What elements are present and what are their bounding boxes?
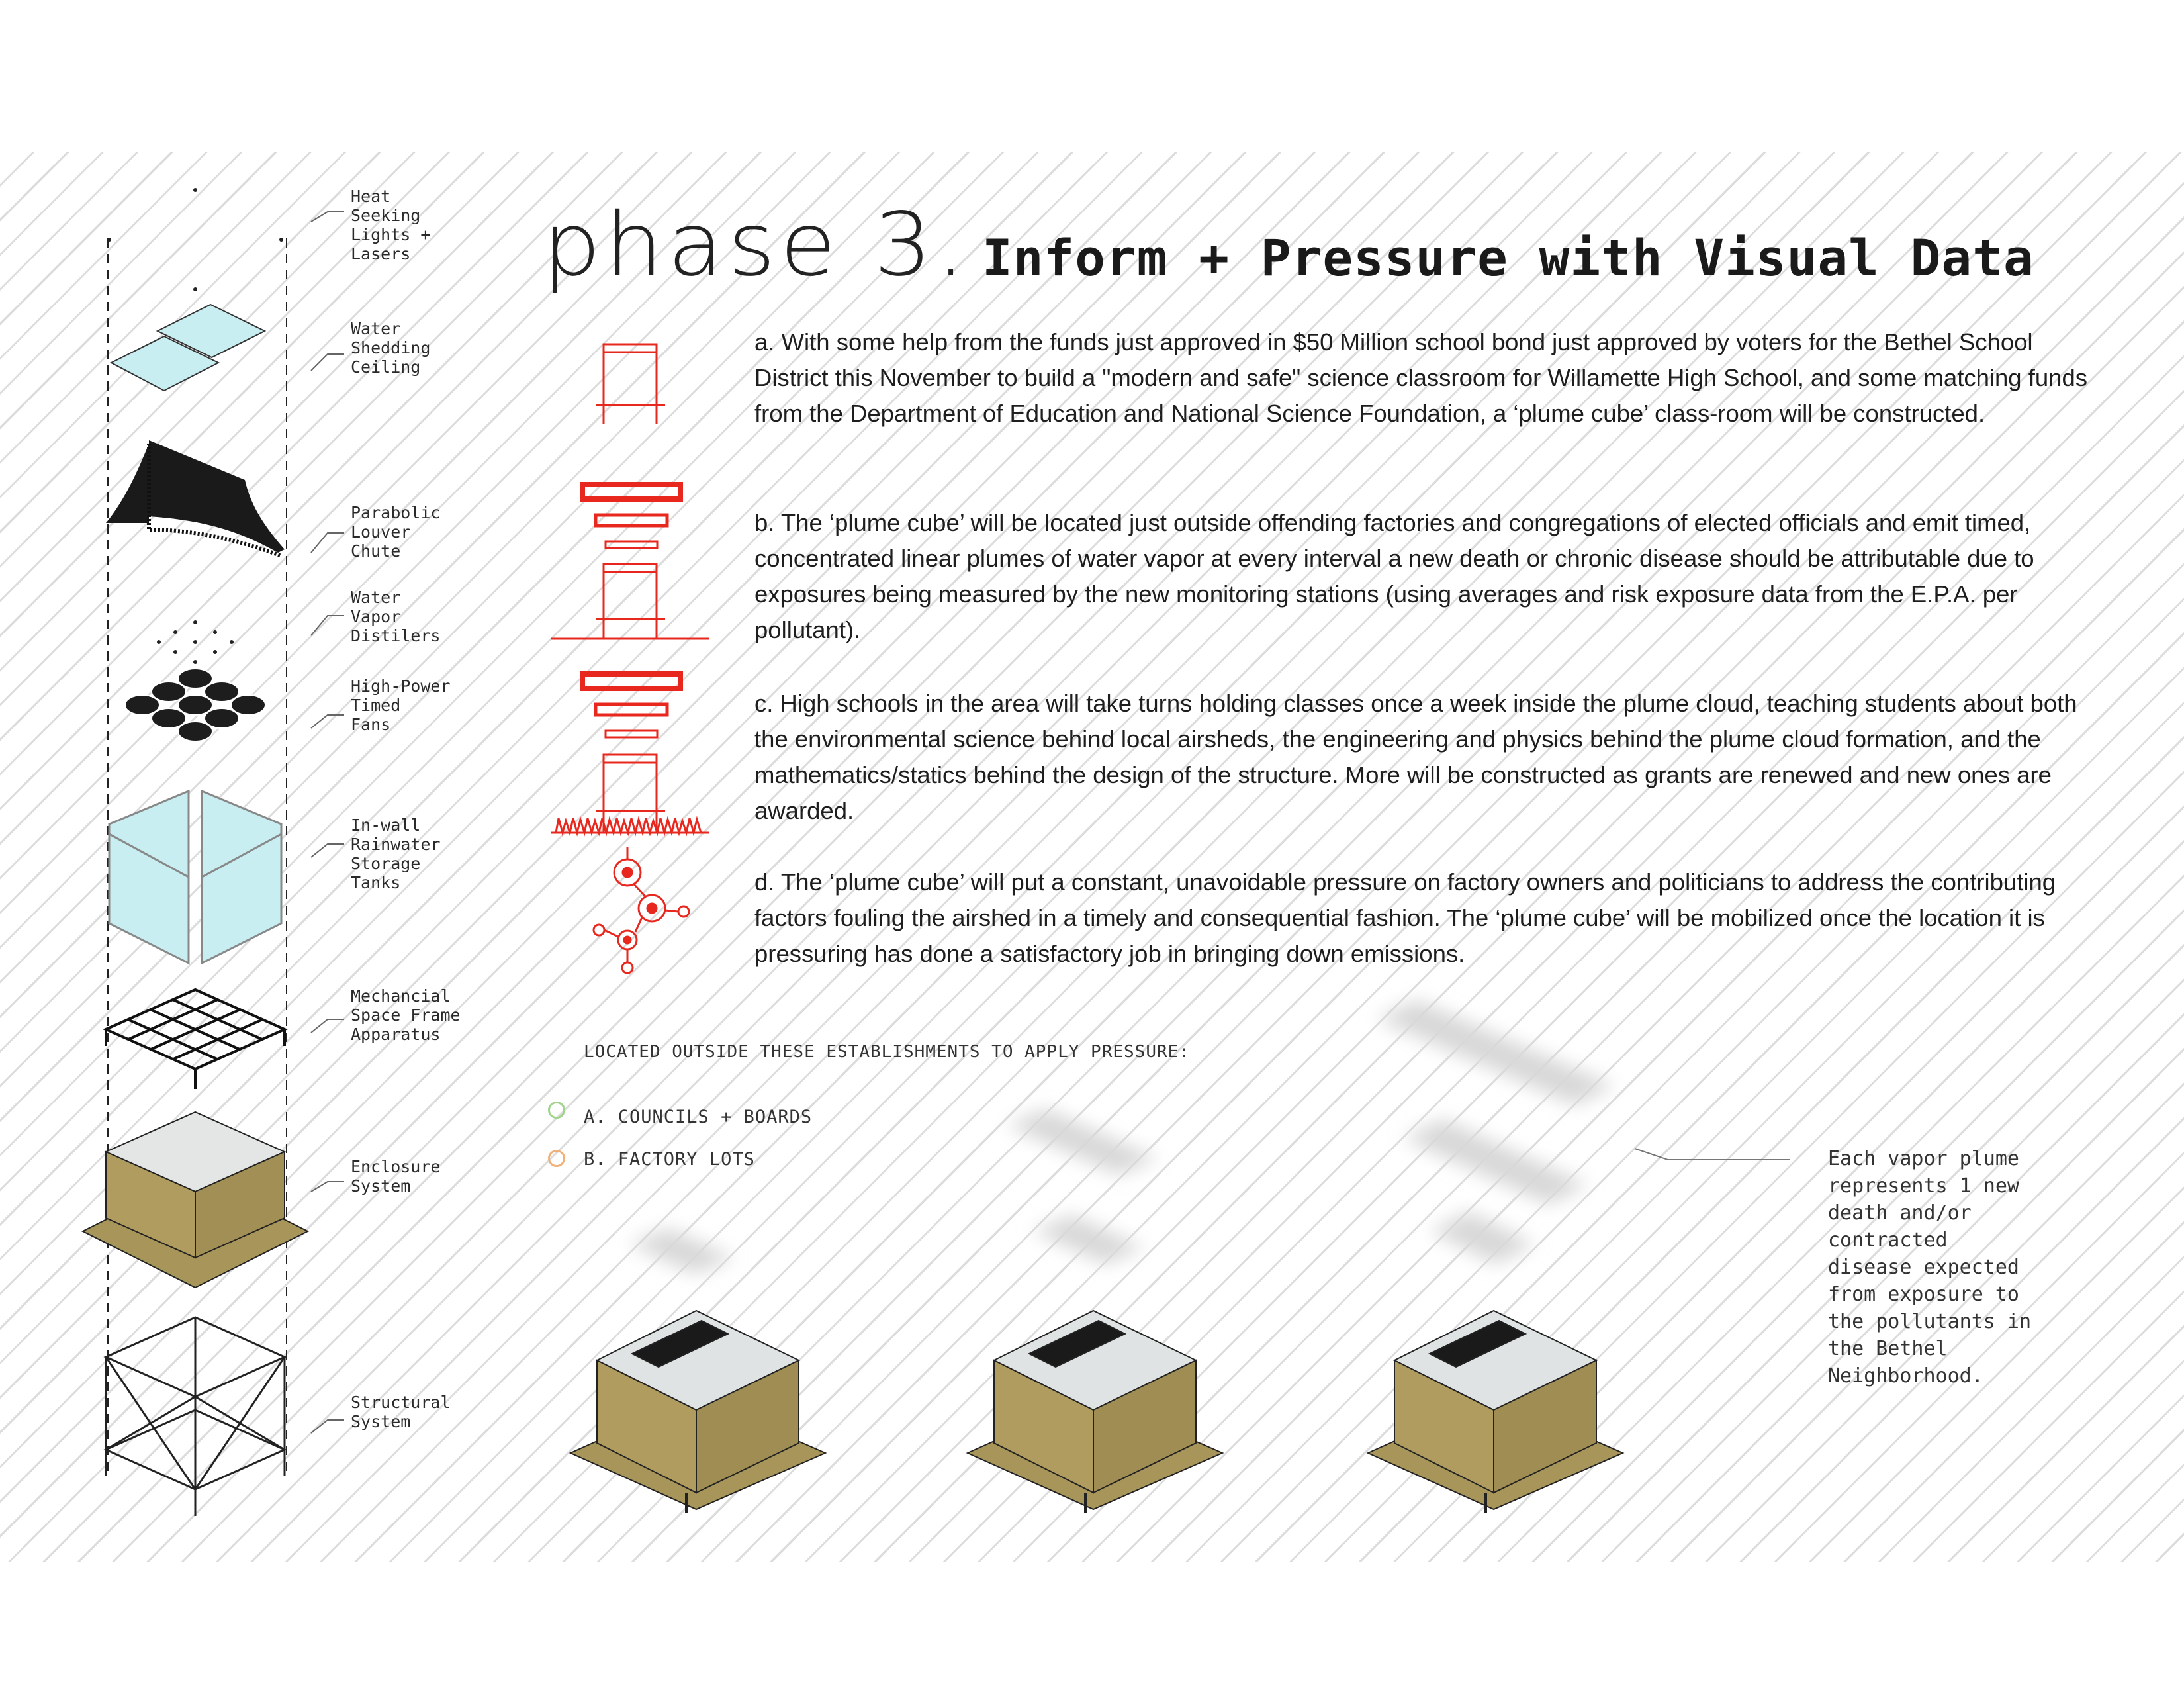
classroom-students-icon bbox=[551, 671, 709, 837]
note-leader-line bbox=[1634, 1148, 1790, 1160]
emission-stack-icon bbox=[551, 482, 709, 640]
frame-icon bbox=[596, 343, 665, 424]
space-frame-apparatus-icon bbox=[103, 988, 288, 1089]
component-label: Water Vapor Distilers bbox=[351, 588, 441, 645]
plume-cube-2 bbox=[966, 1309, 1224, 1513]
councils-marker-icon bbox=[548, 1102, 565, 1119]
component-label: High-Power Timed Fans bbox=[351, 677, 451, 734]
component-label: Water Shedding Ceiling bbox=[351, 319, 431, 377]
main-title: Inform + Pressure with Visual Data bbox=[982, 228, 2034, 287]
factory-marker-icon bbox=[548, 1150, 565, 1167]
structural-system-icon bbox=[103, 1316, 287, 1516]
paragraph-a: a. With some help from the funds just ap… bbox=[754, 328, 2088, 427]
network-pressure-icon bbox=[592, 847, 690, 974]
establishments-heading: LOCATED OUTSIDE THESE ESTABLISHMENTS TO … bbox=[584, 1042, 1190, 1062]
paragraph-d: d. The ‘plume cube’ will put a constant,… bbox=[754, 868, 2056, 967]
component-label: Heat Seeking Lights + Lasers bbox=[351, 187, 431, 263]
vapor-plumes bbox=[629, 1000, 1615, 1274]
paragraph-c: c. High schools in the area will take tu… bbox=[754, 690, 2077, 824]
water-vapor-distilers-icon bbox=[157, 620, 234, 664]
component-label: In-wall Rainwater Storage Tanks bbox=[351, 816, 441, 892]
high-power-timed-fans-icon bbox=[124, 668, 266, 742]
component-label: Enclosure System bbox=[351, 1157, 441, 1196]
heat-seeking-lights-icon bbox=[107, 188, 283, 291]
enclosure-system-icon bbox=[81, 1111, 310, 1289]
phase-title: phase 3. bbox=[543, 194, 970, 296]
plume-note: Each vapor plume represents 1 new death … bbox=[1828, 1147, 2032, 1387]
legend-councils: A. COUNCILS + BOARDS bbox=[584, 1107, 813, 1127]
paragraph-b: b. The ‘plume cube’ will be located just… bbox=[754, 509, 2034, 643]
parabolic-louver-chute-icon bbox=[106, 440, 285, 558]
plume-cube-1 bbox=[569, 1309, 827, 1513]
component-label: Parabolic Louver Chute bbox=[351, 503, 441, 561]
component-label: Mechancial Space Frame Apparatus bbox=[351, 986, 461, 1044]
component-label: Structural System bbox=[351, 1393, 451, 1431]
legend-factory: B. FACTORY LOTS bbox=[584, 1149, 755, 1170]
water-shedding-ceiling-icon bbox=[109, 303, 267, 392]
plume-cube-3 bbox=[1366, 1309, 1625, 1513]
rainwater-storage-tanks-icon bbox=[108, 789, 283, 965]
